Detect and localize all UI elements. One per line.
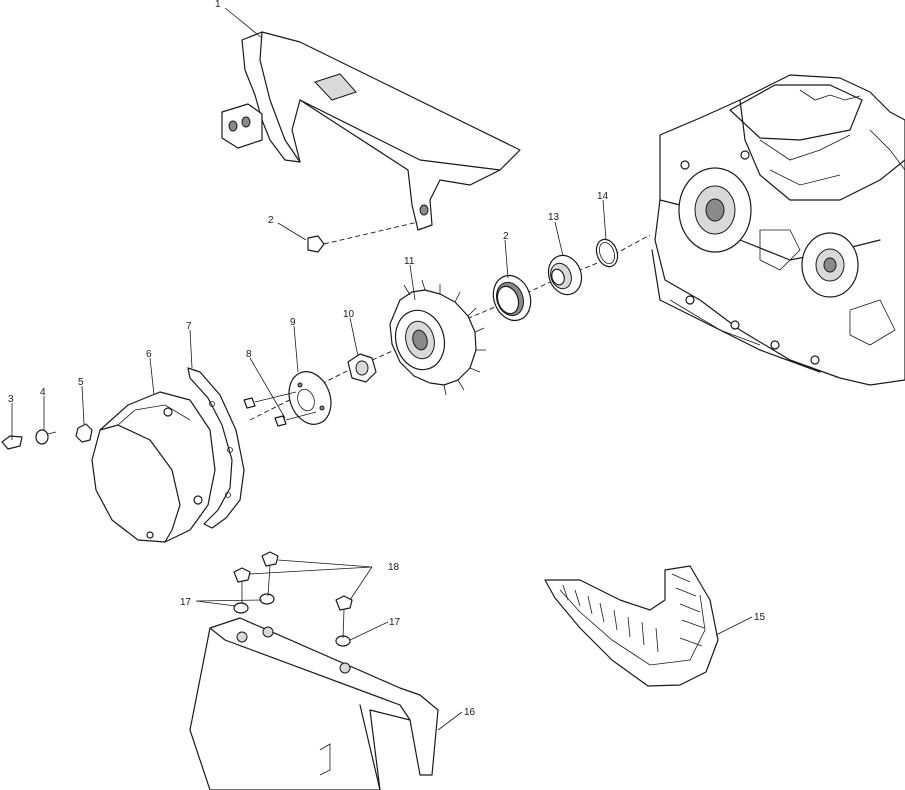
engine-assembly [651, 74, 905, 386]
part-4-washer [35, 429, 57, 445]
leader-lines [11, 7, 753, 731]
callout-9: 9 [290, 317, 296, 328]
callout-6: 6 [146, 349, 152, 360]
part-18-bolts [233, 551, 353, 639]
part-8-bolts [243, 391, 317, 427]
callout-labels: 1 2 2 3 4 5 6 7 8 9 10 11 13 14 15 16 17… [8, 0, 766, 718]
part-5-nut [75, 423, 93, 443]
part-15-drive-belt [544, 565, 719, 687]
part-17-washers [233, 593, 351, 647]
part-1-upper-guard [221, 31, 521, 231]
callout-7: 7 [186, 321, 192, 332]
callout-2-upper: 2 [268, 215, 274, 226]
part-13-bearing [547, 254, 583, 296]
part-16-lower-guard [189, 617, 439, 790]
callout-2-seal: 2 [503, 231, 509, 242]
callout-17-right: 17 [389, 617, 401, 628]
part-6-cover [91, 391, 216, 543]
part-14-snap-ring [595, 238, 619, 268]
callout-14: 14 [597, 191, 609, 202]
part-12-seal [492, 274, 532, 322]
callout-4: 4 [40, 387, 46, 398]
callout-3: 3 [8, 394, 14, 405]
callout-1: 1 [215, 0, 221, 10]
callout-13: 13 [548, 212, 560, 223]
callout-5: 5 [78, 377, 84, 388]
part-2-bolt-upper [307, 221, 419, 253]
part-9-plate [288, 371, 332, 425]
callout-15: 15 [754, 612, 766, 623]
callout-17-left: 17 [180, 597, 192, 608]
callout-8: 8 [246, 349, 252, 360]
callout-18: 18 [388, 562, 400, 573]
callout-16: 16 [464, 707, 476, 718]
callout-11: 11 [404, 256, 415, 267]
part-3-bolt [1, 435, 23, 450]
callout-10: 10 [343, 309, 355, 320]
part-11-sprocket [389, 279, 486, 396]
part-7-gasket [187, 367, 245, 529]
part-10-nut [347, 353, 377, 383]
